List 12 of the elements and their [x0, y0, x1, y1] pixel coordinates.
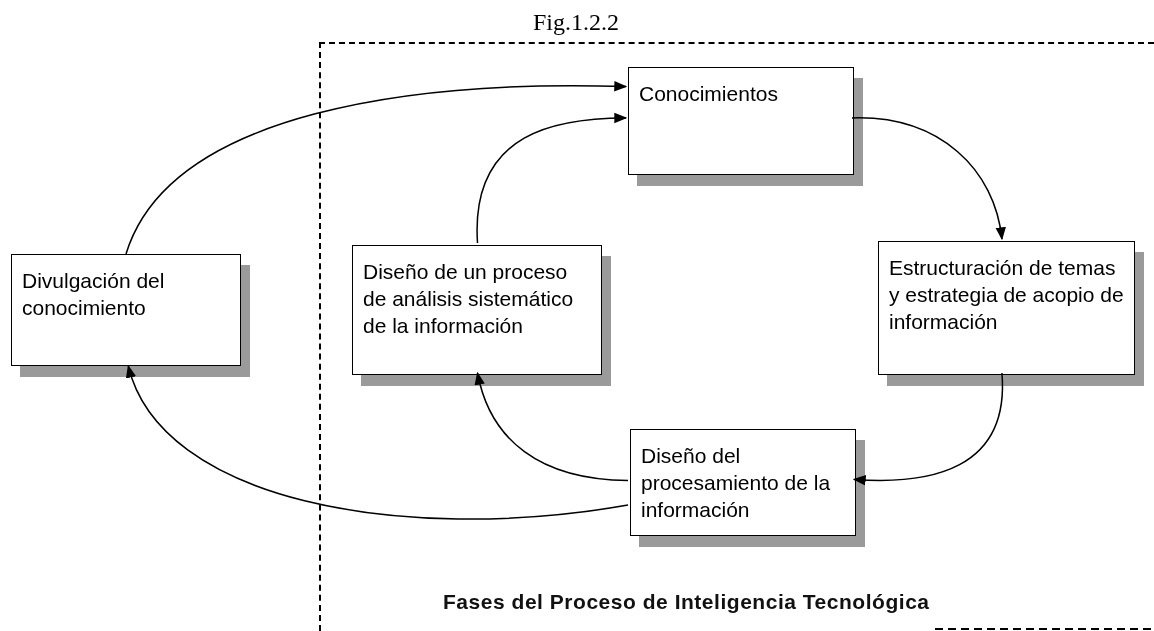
curved-arrow	[125, 81, 628, 255]
box-text: Diseño de un proceso de análisis sistemático de la información	[363, 259, 575, 339]
box-text: Divulgación del conocimiento	[22, 268, 166, 321]
box-text: Diseño del procesamiento de la información	[641, 443, 832, 523]
box-text: Estructuración de temas y estrategia de acopio de información	[889, 255, 1124, 335]
region-caption: Fases del Proceso de Inteligencia Tecnológica	[443, 589, 930, 615]
box-text: Conocimientos	[639, 81, 779, 107]
curved-arrow	[127, 364, 629, 520]
curved-arrow	[476, 112, 628, 244]
curved-arrow	[475, 371, 629, 482]
figure-title: Fig.1.2.2	[533, 8, 619, 37]
dashed-region	[319, 42, 1154, 631]
